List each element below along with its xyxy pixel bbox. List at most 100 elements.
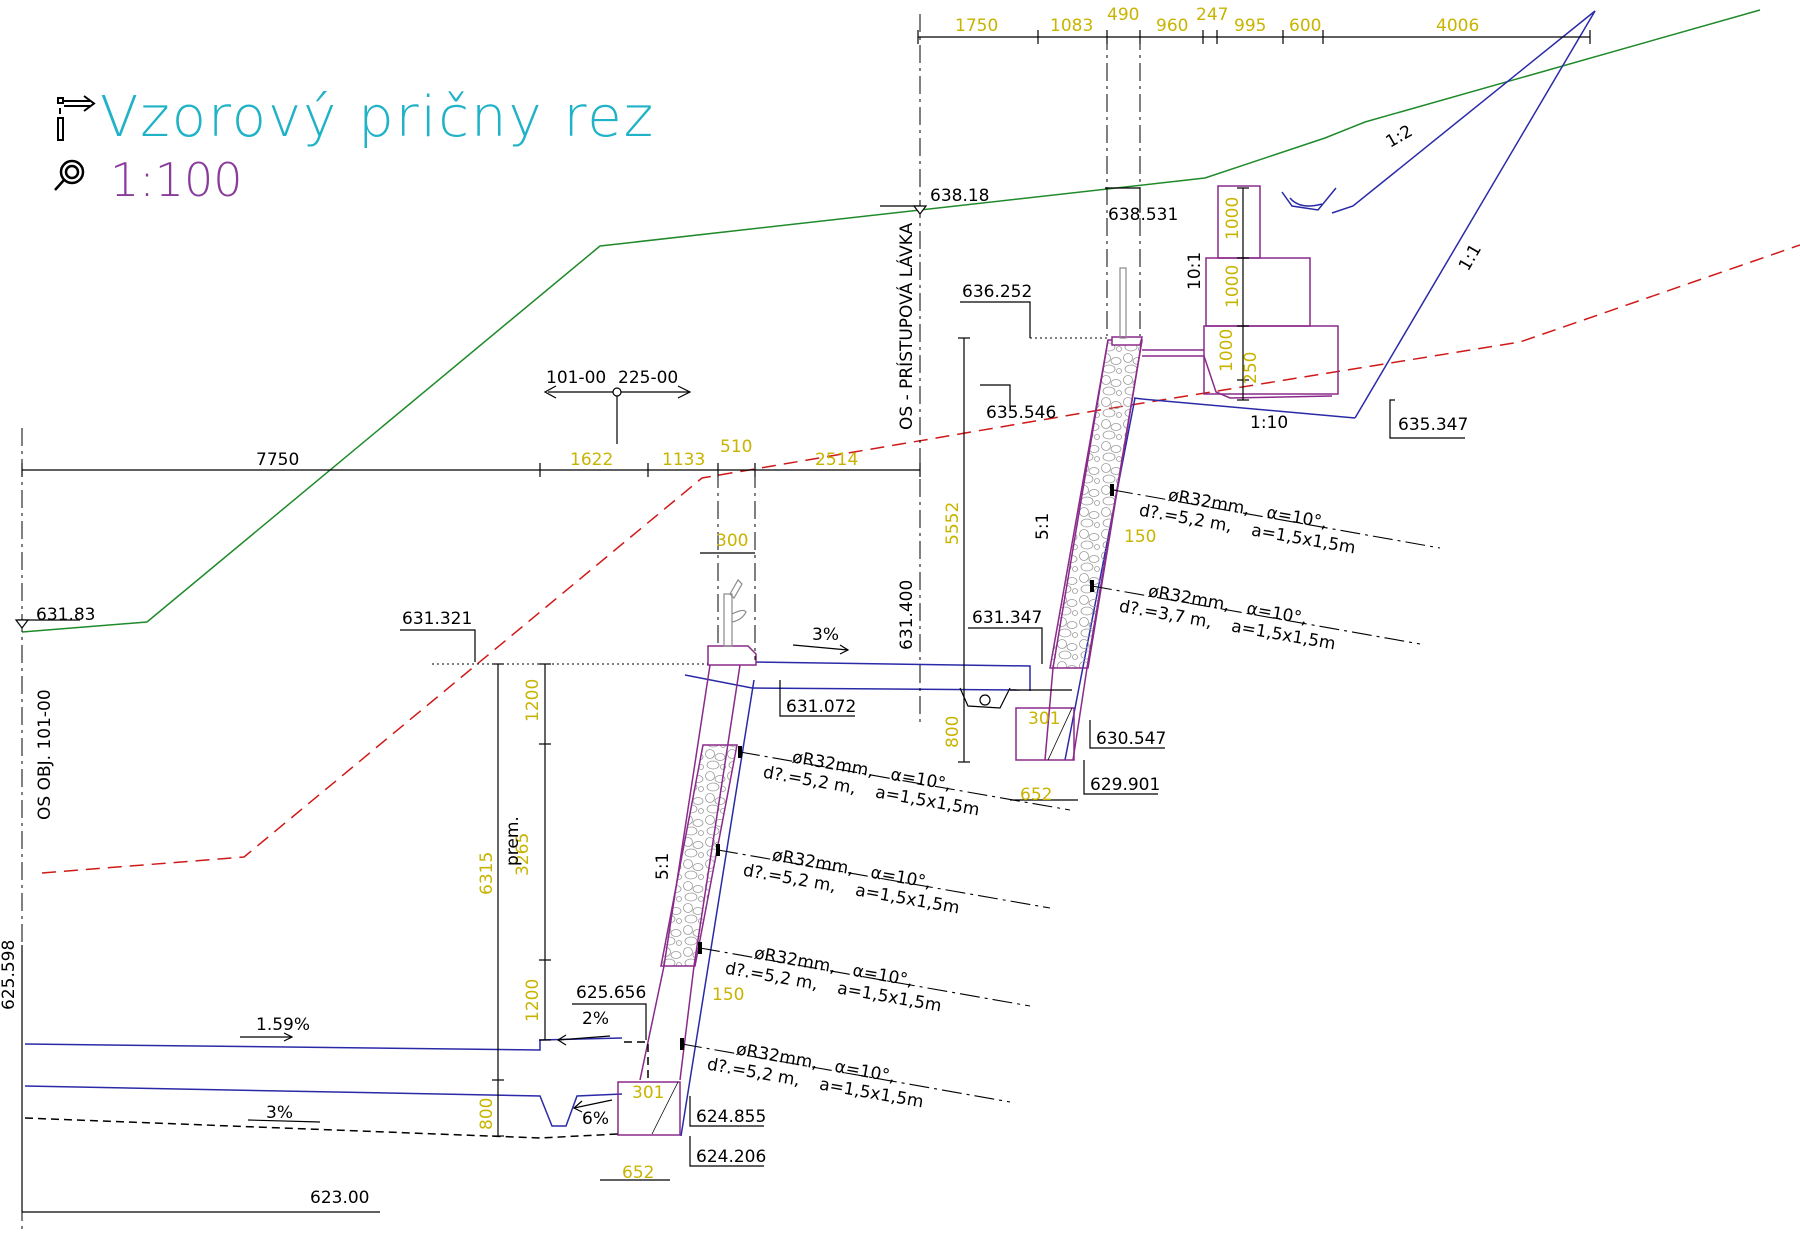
axis-lines <box>21 14 1141 1232</box>
upper-ditch <box>1281 187 1337 211</box>
top-dim-1750: 1750 <box>955 16 998 36</box>
sdim-652a: 652 <box>1020 785 1052 805</box>
top-dim-490: 490 <box>1107 5 1139 25</box>
elev-631-400: 631.400 <box>897 580 917 650</box>
mid-dim-300: 300 <box>716 531 748 551</box>
sdim-150b: 150 <box>712 985 744 1005</box>
station-left: 101-00 <box>546 368 606 388</box>
top-dimension-labels: 1750 1083 490 960 247 995 600 4006 <box>955 5 1479 36</box>
elev-635-546: 635.546 <box>986 403 1056 423</box>
top-dim-1083: 1083 <box>1050 16 1093 36</box>
top-dim-960: 960 <box>1156 16 1188 36</box>
elev-631-83: 631.83 <box>36 605 95 625</box>
station-right: 225-00 <box>618 368 678 388</box>
magnifier-icon <box>54 159 85 191</box>
sdim-301a: 301 <box>1028 709 1060 729</box>
vdim-1000c: 1000 <box>1217 329 1237 372</box>
elev-631-072: 631.072 <box>786 697 856 717</box>
vdim-5552: 5552 <box>943 502 963 545</box>
upper-railing <box>1119 267 1127 339</box>
object-axis-label: OS OBJ. 101-00 <box>35 689 55 820</box>
small-dimension-labels: 150 150 301 301 652 652 <box>622 527 1156 1183</box>
elev-629-901: 629.901 <box>1090 775 1160 795</box>
top-dim-995: 995 <box>1234 16 1266 36</box>
vdim-800b: 800 <box>943 716 963 748</box>
lower-foundation-dashed <box>624 1041 649 1082</box>
vdim-3265: 3265 <box>513 833 533 876</box>
vdim-1000b: 1000 <box>1223 265 1243 308</box>
lower-toe-dashed <box>24 1117 619 1139</box>
top-dim-247: 247 <box>1196 5 1228 25</box>
elev-623-00: 623.00 <box>310 1188 369 1208</box>
anchor-note-4: øR32mm,α=10°, d?.=5,2 m,a=1,5x1,5m <box>742 845 961 918</box>
lower-railing <box>723 579 747 647</box>
slope-3b: 3% <box>266 1103 293 1123</box>
vertical-dimension-labels: 5552 6315 1200 3265 prem. 1200 800 800 1… <box>477 197 1261 1130</box>
slope-1-10: 1:10 <box>1250 413 1288 433</box>
mid-dim-2514: 2514 <box>815 450 858 470</box>
station-labels: 101-00 225-00 <box>546 368 678 388</box>
sdim-150a: 150 <box>1124 527 1156 547</box>
dimension-lines <box>21 30 1591 1213</box>
vdim-1200b: 1200 <box>523 979 543 1022</box>
lower-gutter <box>959 687 1011 709</box>
station-marker <box>612 387 622 397</box>
elev-630-547: 630.547 <box>1096 729 1166 749</box>
vdim-800a: 800 <box>477 1098 497 1130</box>
slope-3a: 3% <box>812 625 839 645</box>
station-arrow-right <box>677 385 692 399</box>
elev-624-855: 624.855 <box>696 1107 766 1127</box>
slope-5-1b: 5:1 <box>653 853 673 880</box>
sdim-652b: 652 <box>622 1163 654 1183</box>
elev-636-252: 636.252 <box>962 282 1032 302</box>
top-dim-600: 600 <box>1289 16 1321 36</box>
sdim-301b: 301 <box>632 1083 664 1103</box>
elev-638-531: 638.531 <box>1108 205 1178 225</box>
elev-638-18: 638.18 <box>930 186 989 206</box>
vdim-1200a: 1200 <box>523 679 543 722</box>
drain-pipe-icon <box>979 694 991 706</box>
elev-635-347: 635.347 <box>1398 415 1468 435</box>
slope-1-2: 1:2 <box>1383 121 1417 152</box>
slope-5-1a: 5:1 <box>1033 513 1053 540</box>
slope-6: 6% <box>582 1109 609 1129</box>
vdim-6315: 6315 <box>477 852 497 895</box>
mid-dim-1133: 1133 <box>662 450 705 470</box>
vdim-250: 250 <box>1241 352 1261 384</box>
anchor-note-6: øR32mm,α=10°, d?.=5,2 m,a=1,5x1,5m <box>706 1039 925 1112</box>
elev-631-347: 631.347 <box>972 608 1042 628</box>
slope-arrows <box>240 644 850 1123</box>
elevation-triangles <box>14 205 928 629</box>
vdim-1000a: 1000 <box>1223 197 1243 240</box>
section-arrow-icon <box>57 95 96 141</box>
anchor-lines <box>681 489 1441 1103</box>
drawing-scale: 1:100 <box>110 153 243 207</box>
slope-1-1: 1:1 <box>1455 241 1486 275</box>
elev-624-206: 624.206 <box>696 1147 766 1167</box>
vdim-prem: prem. <box>503 816 523 866</box>
middle-dimension-labels: 7750 1622 1133 510 2514 300 <box>256 437 858 551</box>
elev-631-321: 631.321 <box>402 609 472 629</box>
upper-retaining-wall <box>1015 185 1339 761</box>
anchor-heads <box>680 484 1114 1050</box>
slope-10-1: 10:1 <box>1185 252 1205 290</box>
dotted-leaders <box>432 337 1110 665</box>
anchor-note-2: øR32mm,α=10°, d?.=3,7 m,a=1,5x1,5m <box>1118 581 1337 654</box>
title-block: Vzorový pričny rez 1:100 <box>54 85 655 207</box>
mid-dim-510: 510 <box>720 437 752 457</box>
original-terrain-line <box>21 9 1761 633</box>
elevation-labels: 638.18 638.531 636.252 635.546 635.347 6… <box>0 186 1468 1208</box>
top-dim-4006: 4006 <box>1436 16 1479 36</box>
drawing-title: Vzorový pričny rez <box>100 85 655 150</box>
mid-dim-1622: 1622 <box>570 450 613 470</box>
elev-625-598: 625.598 <box>0 940 19 1010</box>
elevation-leaders <box>18 187 1465 1167</box>
slope-1-59: 1.59% <box>256 1015 310 1035</box>
station-arrow-left <box>543 385 557 399</box>
mid-dim-7750: 7750 <box>256 450 299 470</box>
slope-2: 2% <box>582 1009 609 1029</box>
walkway-axis-label: OS - PRÍSTUPOVÁ LÁVKA <box>895 222 917 430</box>
rock-interface-line <box>41 244 1800 874</box>
